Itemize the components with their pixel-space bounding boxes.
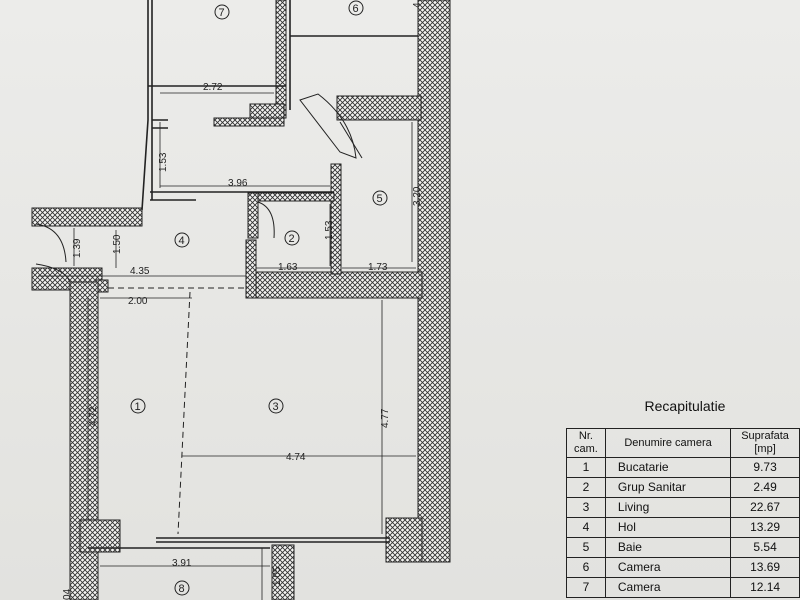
svg-text:7: 7 [219, 7, 225, 19]
room-label-2: 2 [284, 230, 300, 246]
dim-139: 1.39 [72, 238, 83, 258]
dashed-lines [108, 287, 246, 535]
wall-bath-left [330, 163, 342, 275]
table-row: 7 Camera 12.14 [566, 577, 800, 598]
dim-474: 4.74 [286, 452, 306, 463]
dim-200: 2.00 [128, 296, 148, 307]
recap-table: Nr. cam. Denumire camera Suprafata [mp] … [566, 428, 800, 598]
row-nr: 2 [566, 477, 606, 498]
recap-title: Recapitulatie [644, 398, 726, 414]
row-area: 13.69 [730, 557, 800, 578]
dim-150: 1.50 [112, 234, 123, 254]
row-area: 9.73 [730, 457, 800, 478]
wall-door-passage [156, 537, 390, 543]
row-nr: 6 [566, 557, 606, 578]
wall-wc-left [247, 192, 259, 239]
dim-153a: 1.53 [158, 152, 169, 172]
svg-text:8: 8 [179, 583, 185, 595]
table-row: 1 Bucatarie 9.73 [566, 457, 800, 478]
row-area: 22.67 [730, 497, 800, 518]
dim-4-top: 4 [412, 2, 423, 8]
wall-hall-top-left [31, 207, 143, 227]
wall-left-notch [79, 519, 121, 553]
dim-477: 4.77 [380, 408, 391, 428]
door-hall-left-lower [35, 263, 71, 283]
wall-room7-lower-left [213, 117, 285, 127]
door-swings [35, 93, 363, 283]
row-area: 12.14 [730, 577, 800, 598]
dim-472: 4.72 [88, 406, 99, 426]
room-label-7: 7 [214, 4, 230, 20]
svg-text:6: 6 [353, 3, 359, 15]
svg-text:3: 3 [273, 401, 279, 413]
row-name: Hol [604, 517, 732, 538]
row-nr: 3 [566, 497, 606, 518]
row-nr: 4 [566, 517, 606, 538]
dim-105: 1.05 [272, 566, 283, 586]
room-numbers: 7 6 5 4 2 1 3 8 [130, 0, 388, 596]
room-label-1: 1 [130, 398, 146, 414]
table-row: 6 Camera 13.69 [566, 557, 800, 578]
wall-room8-right [271, 544, 295, 600]
row-nr: 5 [566, 537, 606, 558]
row-name: Baie [604, 537, 732, 558]
dim-163: 1.63 [278, 262, 298, 273]
wall-bath-top [336, 95, 422, 121]
header-area: Suprafata [mp] [730, 428, 800, 458]
dim-435: 4.35 [130, 266, 150, 277]
dimension-lines [38, 92, 416, 600]
row-name: Bucatarie [604, 457, 732, 478]
walls [31, 0, 451, 600]
row-name: Camera [604, 577, 732, 598]
table-row: 2 Grup Sanitar 2.49 [566, 477, 800, 498]
row-area: 5.54 [730, 537, 800, 558]
dim-320: 3.20 [412, 186, 423, 206]
table-row: 3 Living 22.67 [566, 497, 800, 518]
row-area: 2.49 [730, 477, 800, 498]
dim-391: 3.91 [172, 558, 192, 569]
room-label-4: 4 [174, 232, 190, 248]
dim-272: 2.72 [203, 82, 223, 93]
dim-396: 3.96 [228, 178, 248, 189]
dim-04: 04 [62, 588, 73, 600]
door-wc [257, 201, 275, 239]
row-nr: 7 [566, 577, 606, 598]
wall-wc-left-lower [245, 239, 257, 299]
recap-header-row: Nr. cam. Denumire camera Suprafata [mp] [566, 428, 800, 458]
svg-text:5: 5 [377, 193, 383, 205]
row-name: Camera [604, 557, 732, 578]
dim-153b: 1.53 [324, 220, 335, 240]
svg-text:1: 1 [135, 401, 141, 413]
wall-mid-horizontal [245, 271, 423, 299]
row-nr: 1 [566, 457, 606, 478]
row-name: Grup Sanitar [604, 477, 732, 498]
thin-walls [88, 0, 418, 549]
table-row: 4 Hol 13.29 [566, 517, 800, 538]
room-label-5: 5 [372, 190, 388, 206]
door-hall-left-upper [35, 223, 67, 263]
header-name: Denumire camera [604, 428, 732, 458]
row-name: Living [604, 497, 732, 518]
row-area: 13.29 [730, 517, 800, 538]
wall-room7-left-inner [141, 0, 149, 211]
wall-right-exterior [417, 0, 451, 563]
door-bath [339, 121, 363, 159]
recap-panel: Recapitulatie Nr. cam. Denumire camera S… [566, 398, 800, 598]
wall-right-notch [385, 517, 423, 563]
header-nr: Nr. cam. [566, 428, 606, 458]
room-label-3: 3 [268, 398, 284, 414]
room-label-8: 8 [174, 580, 190, 596]
door-entrance [299, 93, 357, 159]
wall-room7-right [275, 0, 287, 119]
room-label-6: 6 [348, 0, 364, 16]
dim-173: 1.73 [368, 262, 388, 273]
table-row: 5 Baie 5.54 [566, 537, 800, 558]
svg-text:4: 4 [179, 235, 185, 247]
wall-wc-top [247, 192, 335, 202]
svg-text:2: 2 [289, 233, 295, 245]
